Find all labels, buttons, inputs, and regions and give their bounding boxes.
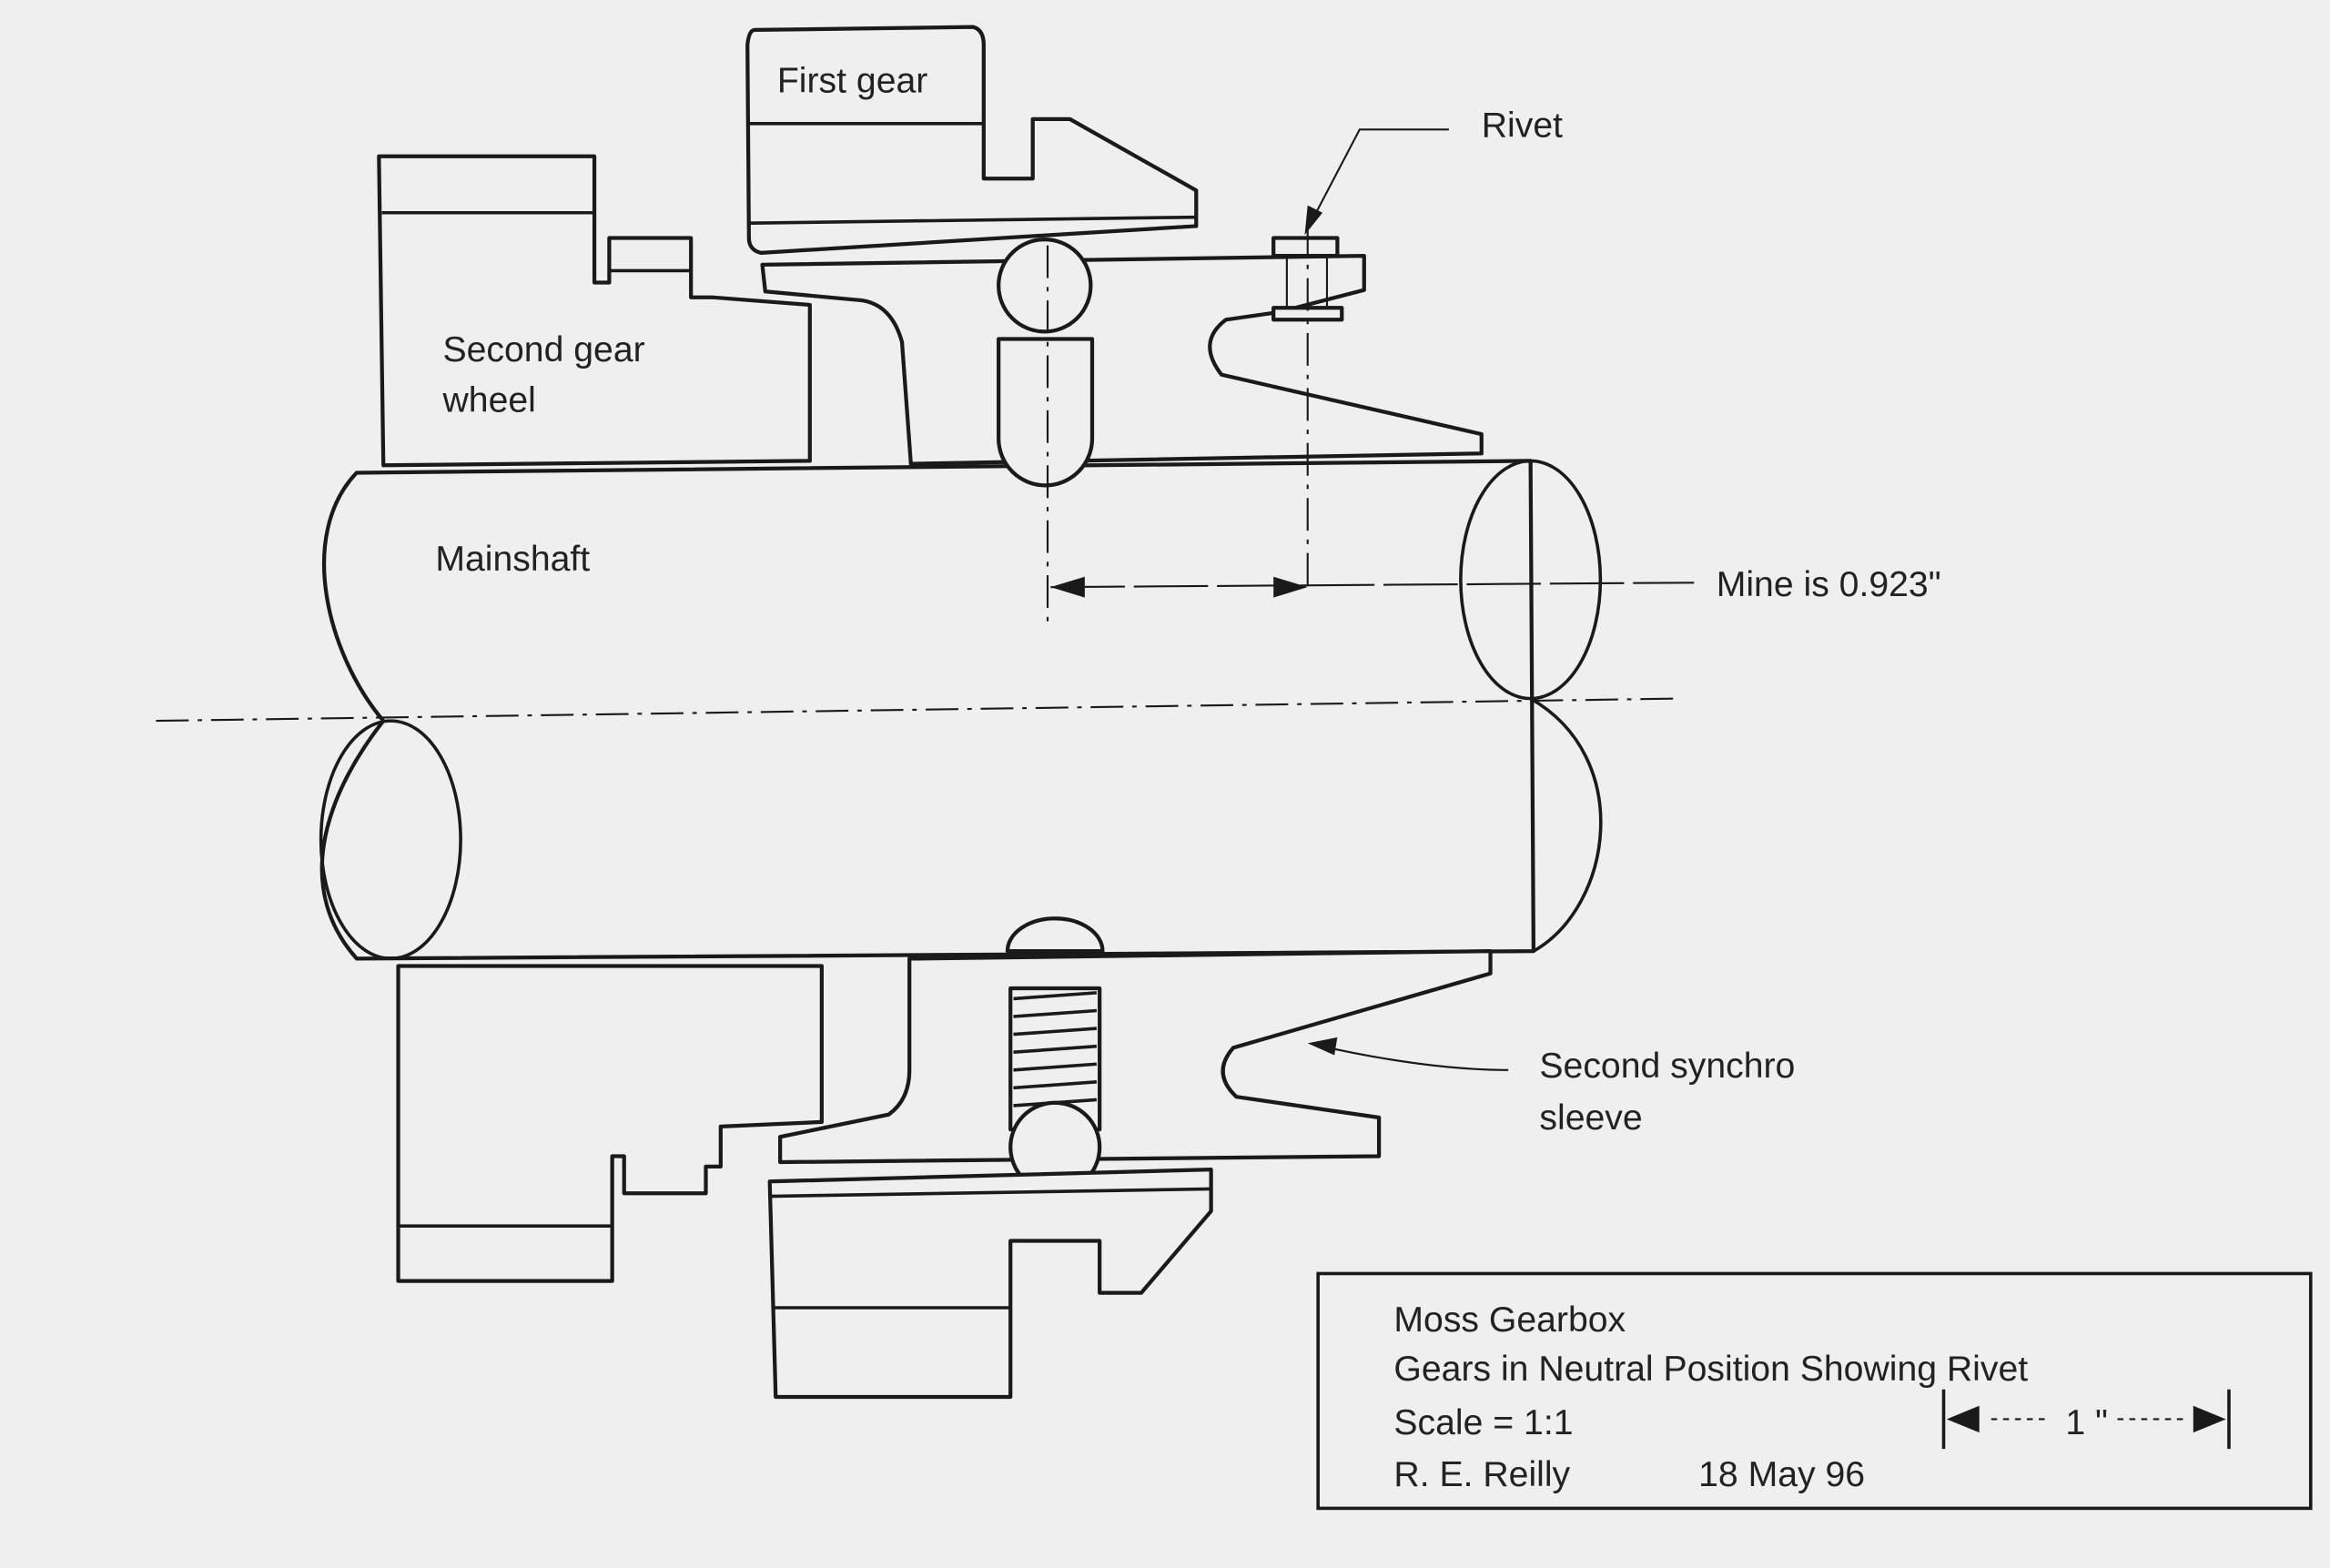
scale-text: Scale = 1:1 <box>1393 1403 1573 1442</box>
author: R. E. Reilly <box>1393 1455 1570 1494</box>
spring-icon <box>1013 991 1098 1108</box>
label-synchro-sleeve: sleeve <box>1539 1098 1642 1138</box>
rivet-leader <box>1304 128 1449 236</box>
synchro-sleeve-lower <box>778 916 1493 1194</box>
dimension-line <box>1050 576 1695 598</box>
label-second-gear: Second gear <box>443 330 645 369</box>
title: Moss Gearbox <box>1393 1300 1626 1340</box>
label-second-gear-wheel: wheel <box>442 381 536 420</box>
title-block: Moss Gearbox Gears in Neutral Position S… <box>1316 1271 2313 1511</box>
first-gear-lower <box>767 1168 1213 1400</box>
synchro-hub-upper <box>760 223 1484 624</box>
label-dimension: Mine is 0.923" <box>1717 565 1941 604</box>
mainshaft <box>156 459 1679 961</box>
scale-bar: 1 " <box>1941 1389 2231 1450</box>
scale-bar-label: 1 " <box>2065 1403 2108 1442</box>
second-gear-wheel-lower <box>396 964 824 1283</box>
label-mainshaft: Mainshaft <box>435 540 590 579</box>
label-synchro: Second synchro <box>1539 1047 1795 1086</box>
label-rivet: Rivet <box>1482 106 1563 145</box>
second-gear-wheel-upper <box>377 154 812 468</box>
date: 18 May 96 <box>1698 1455 1865 1494</box>
synchro-leader <box>1307 1037 1509 1071</box>
label-first-gear: First gear <box>777 62 927 101</box>
subtitle: Gears in Neutral Position Showing Rivet <box>1393 1350 2028 1389</box>
first-gear-upper <box>745 25 1199 255</box>
